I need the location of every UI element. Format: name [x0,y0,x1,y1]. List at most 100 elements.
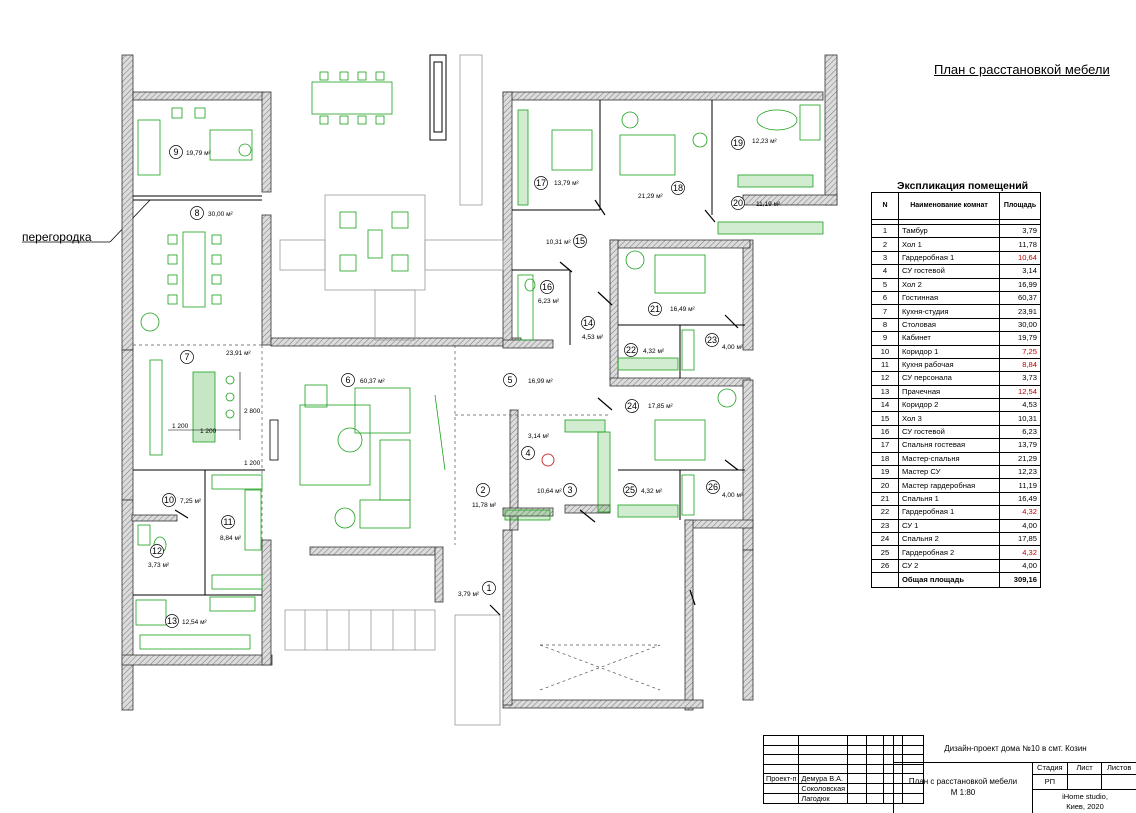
svg-text:9: 9 [173,147,178,157]
terrace [279,54,504,726]
row-number: 13 [871,384,899,400]
svg-text:18: 18 [673,183,683,193]
room-tag-12: 123,73 м² [148,544,170,569]
row-number: 14 [871,398,899,413]
dim-label: 2 800 [244,408,261,415]
svg-text:3: 3 [567,485,572,495]
svg-text:15: 15 [575,236,585,246]
room-area: 16,99 [999,277,1041,292]
sheet-label: Лист [1068,762,1103,774]
row-number: 19 [871,465,899,480]
svg-text:3,79 м²: 3,79 м² [458,591,480,598]
row-number: 11 [871,357,899,373]
title-block-main: Дизайн-проект дома №10 в смт. Козин План… [893,735,1136,813]
furniture [135,71,824,650]
svg-text:3,14 м²: 3,14 м² [528,433,550,440]
row-number: 7 [871,304,899,319]
svg-text:11,78 м²: 11,78 м² [472,502,497,509]
room-tag-23: 234,00 м² [705,333,744,351]
room-area: 11,19 [999,478,1041,493]
sheet-name-box: План с расстановкой мебели М 1:80 [893,762,1032,813]
studio-name: iHome studio, [1062,792,1108,801]
room-name: СУ персонала [898,371,1000,386]
svg-text:4,32 м²: 4,32 м² [643,348,665,355]
stage-label: Стадия [1033,762,1068,774]
room-area: 23,91 [999,304,1041,319]
room-area: 11,78 [999,237,1041,252]
doors [174,199,739,616]
room-tag-11: 118,84 м² [220,515,242,542]
room-area: 3,73 [999,371,1041,386]
room-name: СУ 1 [898,518,1000,533]
room-area: 4,00 [999,558,1041,574]
room-name: Мастер гардеробная [898,478,1000,493]
stage-box: Стадия Лист Листов РП iHome studio, Киев… [1032,762,1136,813]
svg-text:13,79 м²: 13,79 м² [554,180,580,187]
total-value: 309,16 [999,572,1041,589]
room-area: 60,37 [999,290,1041,306]
room-name: СУ гостевой [898,264,1000,279]
row-number: 2 [871,237,899,252]
svg-text:24: 24 [627,401,637,411]
room-area: 21,29 [999,451,1041,467]
row-number: 21 [871,491,899,507]
dim-label: 1 200 [244,460,261,467]
room-name: Хол 3 [898,411,1000,426]
room-tag-2: 211,78 м² [472,483,497,509]
svg-text:3,73 м²: 3,73 м² [148,562,170,569]
room-area: 4,32 [999,545,1041,560]
svg-text:4,32 м²: 4,32 м² [641,488,663,495]
svg-text:16,99 м²: 16,99 м² [528,378,554,385]
row-number: 8 [871,317,899,333]
room-area: 4,53 [999,398,1041,413]
svg-text:16: 16 [542,282,552,292]
room-area: 7,25 [999,344,1041,359]
row-number: 9 [871,331,899,346]
room-tag-14: 144,53 м² [581,316,604,341]
svg-text:60,37 м²: 60,37 м² [360,378,386,385]
room-name: Спальня 1 [898,491,1000,507]
city-year: Киев, 2020 [1066,802,1104,811]
dim-label: 1 200 [200,428,217,435]
room-name: Прачечная [898,384,1000,400]
partition-label: перегородка [22,230,92,244]
room-name: Мастер-спальня [898,451,1000,467]
svg-text:14: 14 [583,318,593,328]
floor-plan: 1 200 1 200 2 800 1 200 13,79 м² 211,78 … [22,54,838,726]
svg-text:16,49 м²: 16,49 м² [670,306,696,313]
svg-text:23,91 м²: 23,91 м² [226,350,252,357]
room-name: Гардеробная 1 [898,250,1000,266]
room-tag-3: 310,64 м² [537,483,577,497]
room-area: 16,49 [999,491,1041,507]
room-area: 12,54 [999,384,1041,400]
drawing-title: План с расстановкой мебели [934,62,1110,77]
room-name: Спальня 2 [898,531,1000,547]
col-header-name: Наименование комнат [898,192,1000,220]
svg-text:20: 20 [733,198,743,208]
